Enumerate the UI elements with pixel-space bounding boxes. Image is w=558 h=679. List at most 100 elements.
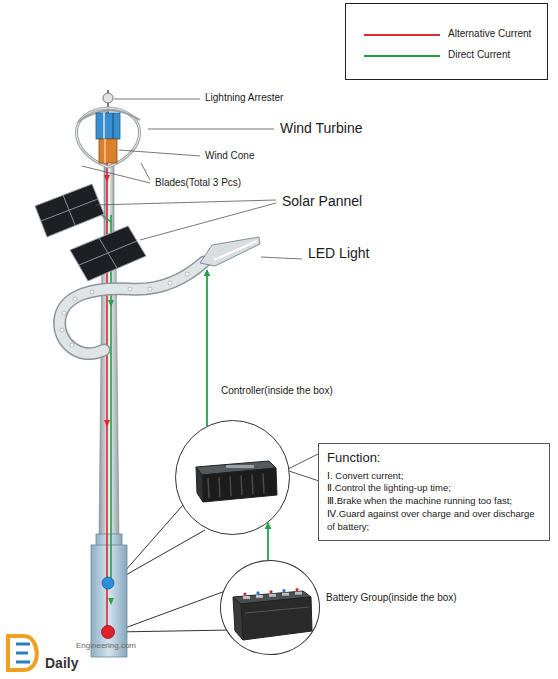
legend-swatch [364,52,440,60]
part-label: Solar Pannel [282,193,362,209]
pole-wiring [104,175,110,182]
battery-picture [295,592,302,595]
battery-picture [256,591,259,594]
lamp-arm [60,262,204,354]
node-title: LED Light [308,244,369,263]
wind-turbine [103,93,113,103]
legend-swatch [364,31,440,39]
wind-turbine [112,113,114,139]
legend-row: Direct Current [346,49,547,63]
leader-line [141,163,150,180]
node-text: Ⅲ.Brake when the machine running too fas… [327,495,541,508]
leader-line [82,166,150,183]
lamp-pole [96,534,122,546]
pole-wiring [108,300,114,307]
part-label: Wind Turbine [280,120,362,136]
controller-picture [196,467,203,502]
wind-turbine [96,113,120,139]
controller-picture [226,465,254,468]
callout-tail [286,452,322,482]
solar-panel [35,184,146,281]
callout-tail [117,530,205,580]
pole-wiring [102,626,115,639]
wind-turbine [103,113,105,139]
lamp-arm [168,281,172,285]
watermark-logo [8,636,37,670]
dc-connector [267,523,269,560]
lamp-arm [185,272,189,276]
lamp-arm [60,328,64,332]
battery-picture [241,597,312,640]
solar-panel [79,241,137,265]
controller-picture [241,475,242,495]
controller-picture [263,474,264,494]
wind-turbine [99,139,117,163]
callout-tail [114,630,232,632]
lamp-arm [148,287,152,291]
lamp-arm [200,237,260,266]
battery-picture [243,592,246,595]
part-label: Lightning Arrester [205,92,283,104]
solar-panel [35,184,104,237]
watermark: Daily [45,655,78,671]
lamp-pole [91,545,127,657]
leader-line [148,129,274,130]
lamp-arm [214,241,257,260]
legend-row: Alternative Current [346,28,547,42]
battery-picture [245,607,309,613]
battery-picture [243,596,250,599]
pole-wiring [106,112,108,628]
pole-wiring [102,577,114,589]
node-title: Function: [327,449,541,467]
watermark-logo [8,636,37,670]
lamp-arm [128,287,132,291]
controller-picture [252,474,253,494]
callout-tail [114,590,228,632]
legend-text: Alternative Current [448,28,531,39]
leader-line [82,99,302,259]
battery-picture [282,589,285,592]
watermark: Engineering.com [76,641,136,650]
battery-picture [295,588,298,591]
lamp-arm [73,297,77,301]
part-label: Blades(Total 3 Pcs) [155,177,241,189]
pole-wiring [108,598,114,605]
function-box: Function:Ⅰ. Convert current;Ⅱ.Control th… [318,443,550,541]
controller-picture [219,477,220,497]
battery-picture [269,594,276,597]
wind-turbine [77,90,141,167]
controller-picture [202,468,277,502]
controller-picture [176,421,291,536]
solar-panel [41,199,98,221]
legend-swatch [364,55,440,57]
wind-turbine [104,139,106,163]
leader-line [261,257,302,259]
controller-callout: Controller(inside the box) [175,420,290,535]
part-label: Wind Cone [205,150,254,162]
leader-line [96,200,276,205]
lamp-arm [70,343,74,347]
legend-text: Direct Current [448,49,510,60]
lamp-arm [90,290,94,294]
battery-picture [269,590,272,593]
pole-wiring [104,420,110,427]
solar-panel [70,226,146,281]
node-text: Ⅳ.Guard against over charge and over dis… [327,508,541,534]
node-text: Ⅰ. Convert current; [327,470,541,483]
battery-picture [282,593,289,596]
battery-picture [256,595,263,598]
leader-line [140,203,276,240]
lamp-arm [62,311,66,315]
watermark-logo [16,644,30,662]
battery-picture [233,597,243,640]
controller-picture [208,478,209,498]
dc-connector [206,270,208,426]
pole-wiring [100,112,138,639]
lamp-arm [60,237,260,354]
leader-line [114,99,200,100]
controller-picture [230,476,231,496]
legend-swatch [364,34,440,36]
node-title: Battery Group(inside the box) [326,591,457,605]
legend-box: Alternative CurrentDirect Current [345,3,548,80]
